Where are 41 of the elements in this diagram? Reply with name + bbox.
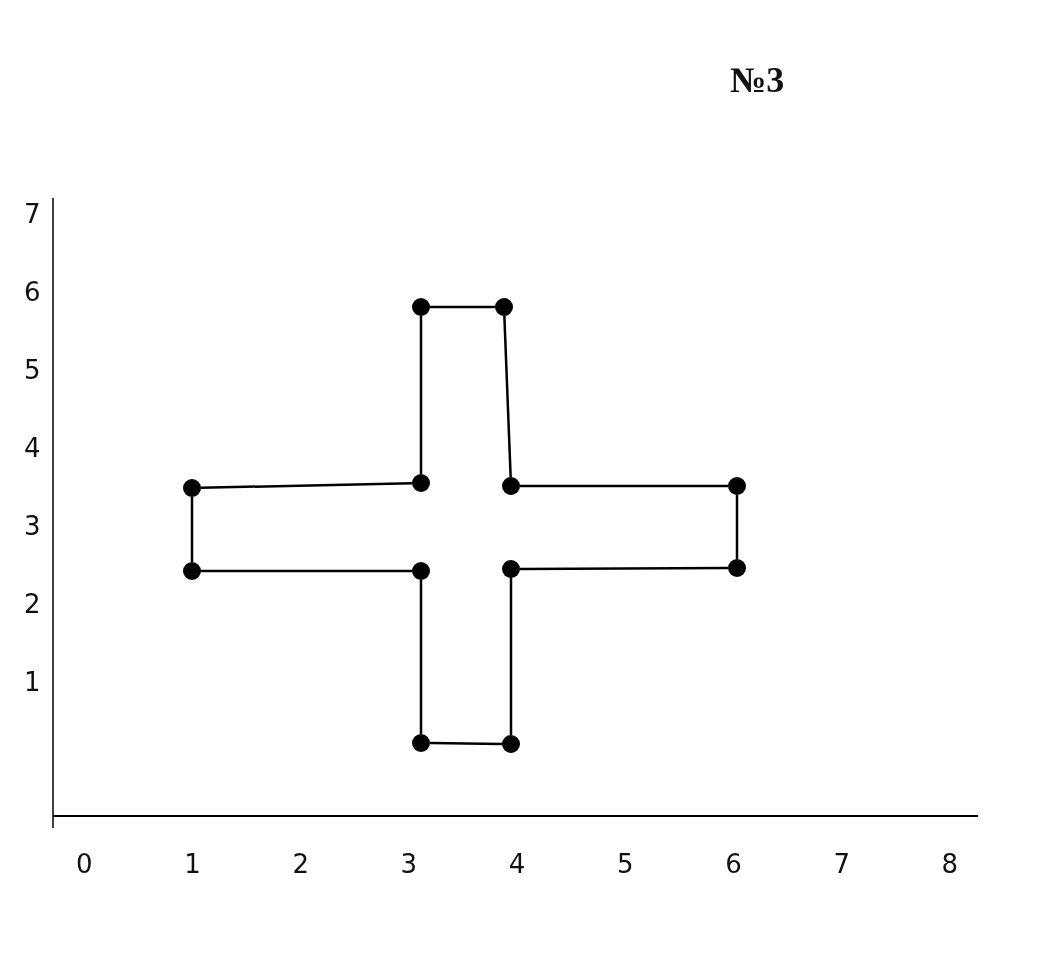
axis-tick-label: 2	[24, 591, 41, 617]
point-dot	[412, 734, 430, 752]
axis-tick-label: 7	[24, 201, 41, 227]
polygon-side	[735, 495, 739, 559]
problem-number: №3	[730, 62, 785, 98]
polygon-side	[520, 484, 728, 488]
polygon-side	[503, 315, 512, 478]
polygon-side	[190, 497, 194, 562]
point-dot	[502, 477, 520, 495]
polygon-side	[200, 481, 413, 490]
polygon-side	[509, 578, 513, 735]
point-dot	[412, 562, 430, 580]
axis-tick-label: 6	[725, 851, 742, 877]
polygon-side	[430, 741, 502, 746]
point-dot	[728, 559, 746, 577]
axis-tick-label: 7	[833, 851, 850, 877]
point-dot	[728, 477, 746, 495]
axis-tick-label: 1	[184, 851, 201, 877]
point-dot	[183, 562, 201, 580]
axis-tick-label: 3	[400, 851, 418, 877]
point-dot	[183, 479, 201, 497]
polygon-side	[430, 305, 495, 309]
axis-tick-label: 6	[24, 279, 41, 305]
point-dot	[502, 735, 520, 753]
axis-tick-label: 2	[292, 851, 309, 877]
axis-tick-label: 4	[24, 435, 41, 461]
point-dot	[412, 298, 430, 316]
point-dot	[502, 560, 520, 578]
point-dot	[495, 298, 513, 316]
axis-tick-label: 3	[24, 513, 41, 539]
axis-tick-label: 5	[617, 851, 634, 877]
point-dot	[412, 474, 430, 492]
polygon-side	[201, 569, 412, 573]
axis-tick-label: 5	[24, 357, 41, 383]
polygon-side	[419, 580, 423, 734]
polygon-side	[419, 316, 423, 474]
axis-tick-label: 8	[941, 851, 959, 877]
axis-tick-label: 1	[24, 669, 41, 695]
axis-tick-label: 4	[508, 851, 526, 877]
polygon-side	[520, 566, 728, 571]
axis-tick-label: 0	[76, 851, 93, 877]
